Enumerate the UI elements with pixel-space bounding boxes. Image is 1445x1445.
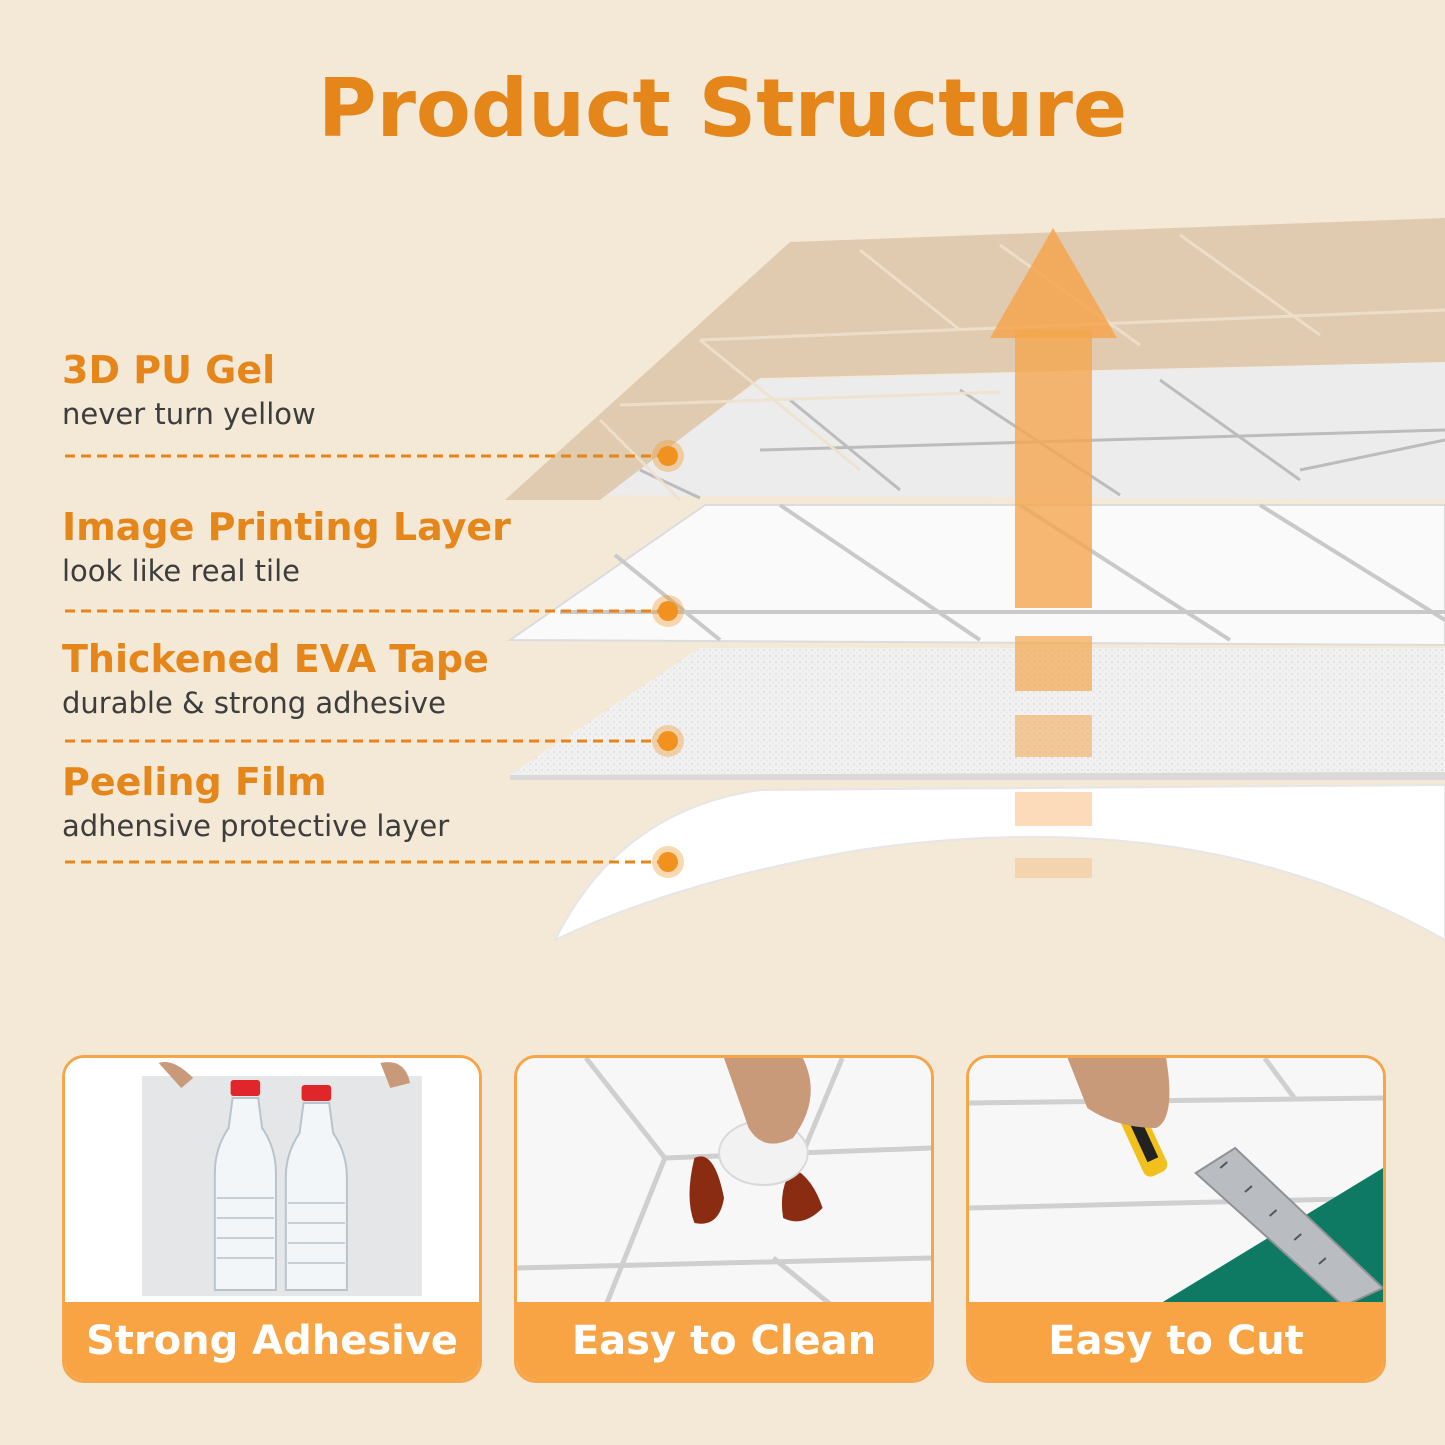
layer-label-image-printing: Image Printing Layer look like real tile <box>62 505 702 588</box>
pu-gel-layer <box>505 218 1445 500</box>
up-arrow-icon <box>990 228 1117 878</box>
layer-label-eva-tape: Thickened EVA Tape durable & strong adhe… <box>62 637 702 720</box>
layer-desc: never turn yellow <box>62 396 316 431</box>
feature-label: Easy to Cut <box>969 1302 1383 1380</box>
page-title: Product Structure <box>317 62 1128 155</box>
layer-name: Thickened EVA Tape <box>62 637 489 681</box>
layer-desc: look like real tile <box>62 553 300 588</box>
feature-card-easy-to-clean: Easy to Clean <box>514 1055 934 1383</box>
layer-label-pu-gel: 3D PU Gel never turn yellow <box>62 348 702 431</box>
feature-label: Strong Adhesive <box>65 1302 479 1380</box>
layer-stack-illustration <box>65 218 1445 943</box>
layer-name: Peeling Film <box>62 760 327 804</box>
layer-desc: adhensive protective layer <box>62 808 450 843</box>
eva-tape-layer <box>510 648 1445 775</box>
layer-label-peeling-film: Peeling Film adhensive protective layer <box>62 760 702 843</box>
wipe-cloth-icon <box>517 1058 931 1306</box>
layer-desc: durable & strong adhesive <box>62 685 446 720</box>
feature-card-strong-adhesive: Strong Adhesive <box>62 1055 482 1383</box>
feature-label: Easy to Clean <box>517 1302 931 1380</box>
cutter-ruler-icon <box>969 1058 1383 1306</box>
feature-card-easy-to-cut: Easy to Cut <box>966 1055 1386 1383</box>
layer-name: Image Printing Layer <box>62 505 511 549</box>
bottles-on-sheet-icon <box>65 1058 479 1306</box>
layer-name: 3D PU Gel <box>62 348 276 392</box>
peeling-film-layer <box>552 783 1445 943</box>
